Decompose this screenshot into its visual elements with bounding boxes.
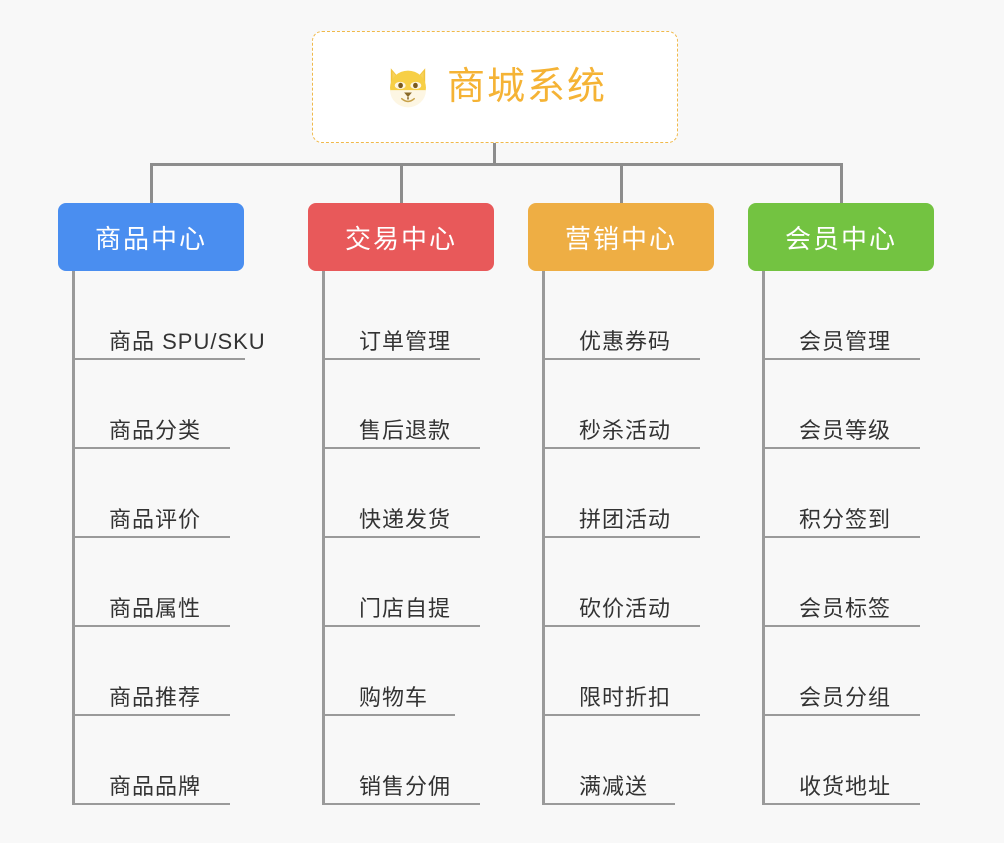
column-trade-center: 交易中心 订单管理 售后退款 快递发货 门店自提	[308, 203, 528, 805]
list-item-rule	[325, 358, 480, 360]
list-item[interactable]: 满减送	[545, 716, 748, 805]
list-item-rule	[75, 803, 230, 805]
list-item-rule	[545, 625, 700, 627]
list-item[interactable]: 商品分类	[75, 360, 278, 449]
list-item[interactable]: 会员分组	[765, 627, 968, 716]
category-header-label: 会员中心	[784, 223, 897, 254]
list-item-label: 积分签到	[799, 506, 892, 532]
list-item[interactable]: 商品品牌	[75, 716, 278, 805]
list-item-rule	[75, 447, 230, 449]
list-item-rule	[765, 536, 920, 538]
list-item-rule	[325, 803, 480, 805]
list-item-label: 会员等级	[799, 417, 892, 443]
column-marketing-center: 营销中心 优惠券码 秒杀活动 拼团活动 砍价活动	[528, 203, 748, 805]
list-item-label: 拼团活动	[579, 506, 672, 532]
list-item[interactable]: 售后退款	[325, 360, 528, 449]
list-item-label: 会员分组	[799, 684, 892, 710]
list-item-rule	[765, 447, 920, 449]
list-item[interactable]: 购物车	[325, 627, 528, 716]
list-item-rule	[765, 625, 920, 627]
list-item-label: 订单管理	[359, 328, 452, 354]
connector-to-column-3	[840, 163, 843, 205]
list-item-label: 商品评价	[109, 506, 202, 532]
list-item[interactable]: 秒杀活动	[545, 360, 748, 449]
root-node-mall-system[interactable]: 商城系统	[312, 31, 678, 143]
list-item-rule	[75, 358, 245, 360]
column-product-center: 商品中心 商品 SPU/SKU 商品分类 商品评价 商品属性	[58, 203, 278, 805]
list-item-label: 售后退款	[359, 417, 452, 443]
connector-to-column-2	[620, 163, 623, 205]
list-item-rule	[545, 536, 700, 538]
list-item-rule	[545, 447, 700, 449]
list-item-label: 收货地址	[799, 773, 892, 799]
list-item-rule	[75, 625, 230, 627]
list-item-label: 会员管理	[799, 328, 892, 354]
category-header-label: 商品中心	[94, 223, 207, 254]
list-item[interactable]: 会员等级	[765, 360, 968, 449]
list-item[interactable]: 会员管理	[765, 271, 968, 360]
list-item-label: 满减送	[579, 773, 649, 799]
list-item-label: 会员标签	[799, 595, 892, 621]
list-item[interactable]: 门店自提	[325, 538, 528, 627]
list-item[interactable]: 会员标签	[765, 538, 968, 627]
shiba-dog-icon	[390, 68, 426, 108]
list-item-rule	[545, 714, 700, 716]
list-item-rule	[325, 536, 480, 538]
list-item-label: 门店自提	[359, 595, 452, 621]
list-item[interactable]: 积分签到	[765, 449, 968, 538]
leaf-list-trade-center: 订单管理 售后退款 快递发货 门店自提 购物车	[322, 271, 528, 805]
list-item-rule	[75, 714, 230, 716]
list-item[interactable]: 商品属性	[75, 538, 278, 627]
root-title: 商城系统	[446, 66, 607, 108]
connector-to-column-0	[150, 163, 153, 205]
list-item-label: 限时折扣	[579, 684, 672, 710]
category-columns: 商品中心 商品 SPU/SKU 商品分类 商品评价 商品属性	[0, 203, 1004, 843]
list-item-rule	[545, 358, 700, 360]
category-header-label: 营销中心	[564, 223, 677, 254]
list-item-label: 优惠券码	[579, 328, 672, 354]
list-item-rule	[325, 714, 455, 716]
column-member-center: 会员中心 会员管理 会员等级 积分签到 会员标签	[748, 203, 968, 805]
list-item-rule	[765, 358, 920, 360]
list-item[interactable]: 快递发货	[325, 449, 528, 538]
list-item-label: 商品品牌	[109, 773, 202, 799]
list-item[interactable]: 拼团活动	[545, 449, 748, 538]
list-item[interactable]: 销售分佣	[325, 716, 528, 805]
list-item-label: 商品推荐	[109, 684, 202, 710]
category-header-product-center[interactable]: 商品中心	[58, 203, 244, 271]
category-header-label: 交易中心	[344, 223, 457, 254]
list-item-label: 商品 SPU/SKU	[109, 328, 266, 354]
list-item[interactable]: 商品评价	[75, 449, 278, 538]
list-item[interactable]: 商品推荐	[75, 627, 278, 716]
list-item[interactable]: 商品 SPU/SKU	[75, 271, 278, 360]
connector-root-stem	[493, 143, 496, 165]
list-item-label: 销售分佣	[359, 773, 452, 799]
list-item[interactable]: 优惠券码	[545, 271, 748, 360]
category-header-trade-center[interactable]: 交易中心	[308, 203, 494, 271]
category-header-member-center[interactable]: 会员中心	[748, 203, 934, 271]
leaf-list-marketing-center: 优惠券码 秒杀活动 拼团活动 砍价活动 限时折扣	[542, 271, 748, 805]
list-item-label: 购物车	[359, 684, 429, 710]
list-item-rule	[325, 447, 480, 449]
list-item-label: 商品属性	[109, 595, 202, 621]
list-item-label: 快递发货	[359, 506, 452, 532]
connector-horizontal-bus	[150, 163, 843, 166]
list-item[interactable]: 收货地址	[765, 716, 968, 805]
list-item-label: 商品分类	[109, 417, 202, 443]
category-header-marketing-center[interactable]: 营销中心	[528, 203, 714, 271]
list-item-rule	[75, 536, 230, 538]
list-item-rule	[545, 803, 675, 805]
list-item-rule	[325, 625, 480, 627]
connector-to-column-1	[400, 163, 403, 205]
list-item-label: 砍价活动	[579, 595, 672, 621]
leaf-list-member-center: 会员管理 会员等级 积分签到 会员标签 会员分组	[762, 271, 968, 805]
list-item[interactable]: 订单管理	[325, 271, 528, 360]
list-item-label: 秒杀活动	[579, 417, 672, 443]
list-item-rule	[765, 803, 920, 805]
list-item[interactable]: 限时折扣	[545, 627, 748, 716]
leaf-list-product-center: 商品 SPU/SKU 商品分类 商品评价 商品属性 商品推荐	[72, 271, 278, 805]
list-item[interactable]: 砍价活动	[545, 538, 748, 627]
list-item-rule	[765, 714, 920, 716]
